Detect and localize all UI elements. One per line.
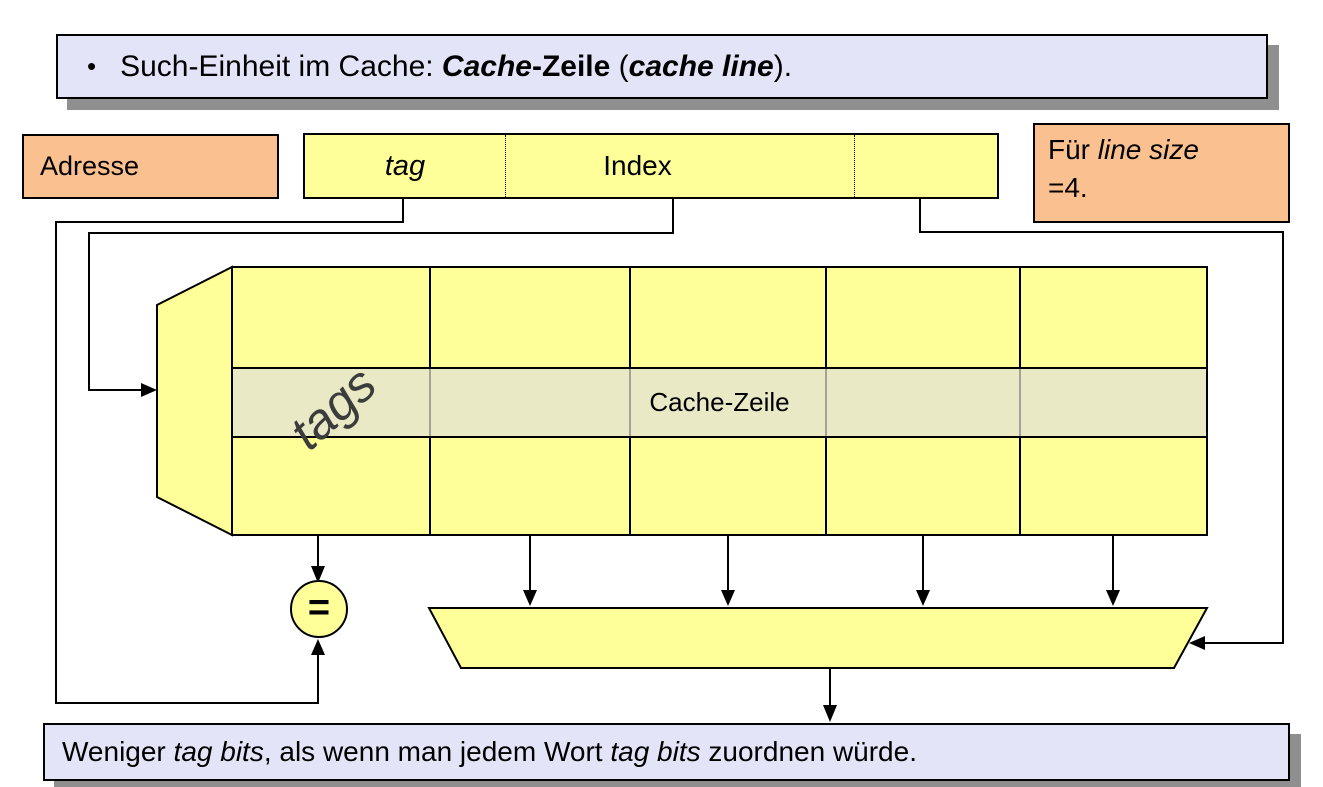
title-run-bold: -Zeile [531, 49, 611, 83]
cache-zeile-label: Cache-Zeile [649, 387, 790, 417]
decoder-funnel-shape [156, 265, 233, 537]
offset-connector-line [919, 199, 1284, 644]
footer-run: zuordnen würde. [700, 736, 917, 767]
footer-run: Weniger [62, 736, 174, 767]
note-line2: =4. [1048, 171, 1088, 203]
note-line1: Für line size [1048, 134, 1199, 165]
title-run-bold-italic: Cache [441, 49, 532, 83]
note-run-italic: line size [1097, 134, 1199, 165]
field-separator [854, 135, 855, 197]
index-arrowhead [141, 383, 157, 397]
mux-arrowhead [721, 590, 735, 606]
arrowheads [141, 383, 1205, 722]
tag-label: tag [384, 149, 426, 182]
output-arrowhead [823, 705, 837, 722]
column1-arrowhead [311, 566, 325, 583]
footer-run-italic: tag bits [610, 736, 701, 767]
line-size-note-box: Für line size =4. [1033, 123, 1290, 223]
mux-arrowhead [1106, 590, 1120, 606]
title-text: Such-Einheit im Cache: Cache-Zeile (cach… [120, 50, 792, 84]
bullet-icon: • [87, 51, 97, 81]
footer-text: Weniger tag bits, als wenn man jedem Wor… [62, 736, 917, 768]
equals-symbol: = [307, 586, 331, 629]
field-separator [505, 135, 506, 197]
title-run: ). [773, 49, 793, 83]
mux-arrowhead [916, 590, 930, 606]
title-run: ( [610, 49, 629, 83]
title-banner: • Such-Einheit im Cache: Cache-Zeile (ca… [56, 34, 1268, 99]
address-index-section: Index [505, 135, 854, 197]
tag-connector-line [55, 199, 404, 704]
highlight-row-band [232, 368, 1207, 437]
adresse-label: Adresse [40, 151, 140, 181]
note-run: Für [1048, 134, 1098, 165]
comparator-up-arrowhead [311, 639, 325, 655]
mux-arrowhead [523, 590, 537, 606]
mux-trapezoid [427, 607, 1209, 669]
connector-lines [55, 198, 1284, 707]
footer-banner: Weniger tag bits, als wenn man jedem Wor… [43, 723, 1290, 781]
footer-run: , als wenn man jedem Wort [263, 736, 611, 767]
title-run: Such-Einheit im Cache: [120, 49, 442, 83]
address-offset-section [854, 135, 1001, 197]
address-tag-section: tag [305, 135, 505, 197]
adresse-box: Adresse [22, 134, 279, 199]
index-label: Index [603, 150, 672, 181]
comparator-circle [290, 580, 348, 638]
cache-array-grid [231, 266, 1208, 536]
mux-select-arrowhead [1189, 636, 1205, 650]
title-run-bold-italic: cache line [628, 49, 774, 83]
address-field: tag Index [303, 133, 999, 199]
index-connector-line [88, 198, 674, 391]
footer-run-italic: tag bits [173, 736, 264, 767]
